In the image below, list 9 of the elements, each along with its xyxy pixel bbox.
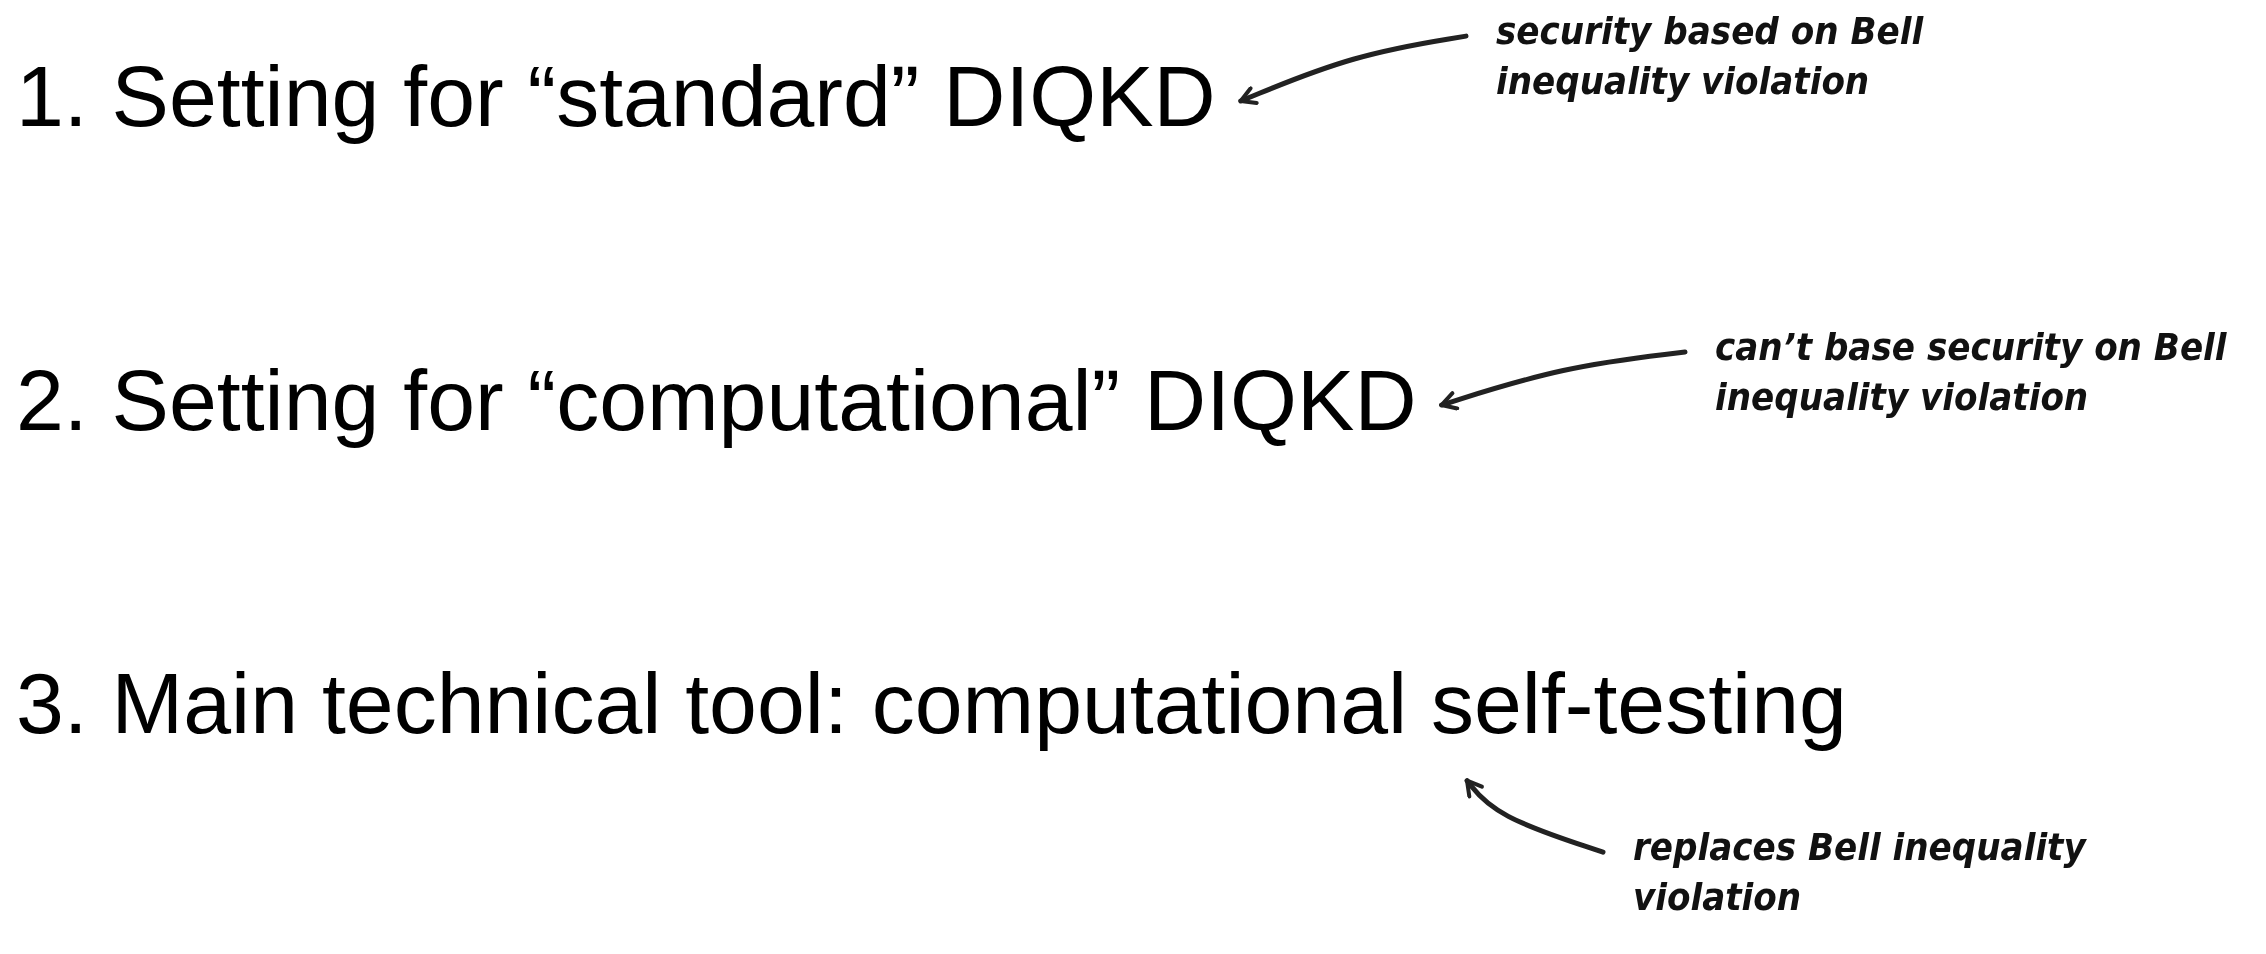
arrow [1464, 778, 1606, 855]
list-item-text: 1. Setting for “standard” DIQKD [16, 49, 1216, 144]
list-item-text: 2. Setting for “computational” DIQKD [16, 353, 1417, 448]
handwritten-note: security based on Bell inequality violation [1496, 8, 1925, 106]
list-item-text: 3. Main technical tool: computational self-testing [16, 656, 1847, 751]
handwritten-note: can’t base security on Bell inequality violation [1715, 324, 2228, 422]
arrow [1439, 349, 1688, 411]
arrow [1238, 33, 1469, 106]
handwritten-note: replaces Bell inequality violation [1633, 824, 2088, 922]
